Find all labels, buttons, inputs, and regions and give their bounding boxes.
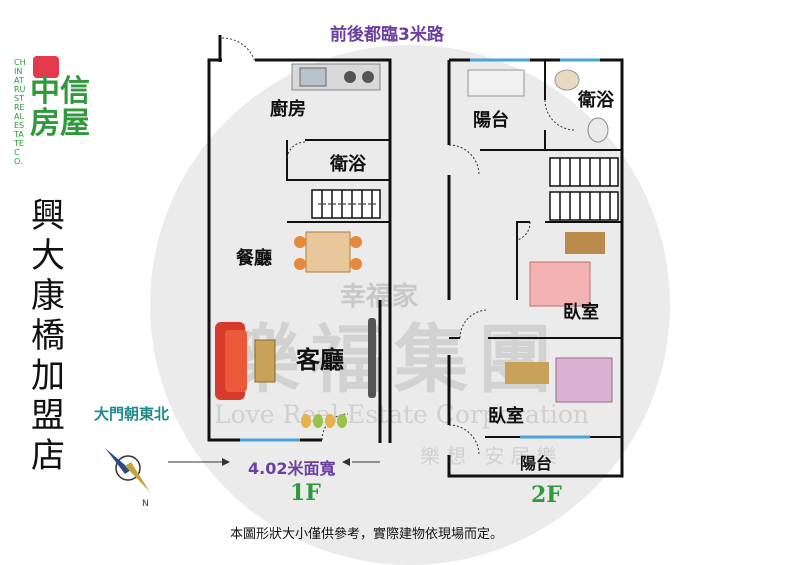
1f-wall-right [255, 58, 392, 443]
laundry-rack-icon [467, 69, 525, 97]
svg-text:N: N [142, 499, 149, 509]
desk1-icon [565, 232, 605, 254]
room-bedroom-1: 臥室 [563, 302, 599, 323]
1f-door-arc [221, 37, 256, 63]
floor-plan: N [105, 35, 624, 509]
shoe-rack-icon [301, 414, 347, 428]
toilet-icon [587, 117, 609, 143]
logo-name: 中信房屋 [30, 74, 90, 141]
bed2-icon [555, 357, 613, 403]
disclaimer: 本圖形狀大小僅供參考，實際建物依現場而定。 [230, 527, 504, 542]
floor-1-label: 1F [290, 480, 321, 506]
2f-stairs [549, 157, 619, 221]
room-bath-1f: 衛浴 [330, 154, 366, 175]
road-label: 前後都臨3米路 [330, 25, 444, 45]
bathtub-icon [554, 69, 580, 91]
floor-2-label: 2F [531, 482, 562, 508]
room-kitchen: 廚房 [270, 99, 306, 120]
bed1-icon [529, 261, 591, 307]
store-name: 興大康橋加盟店 [31, 196, 65, 476]
room-living: 客廳 [296, 346, 344, 374]
room-dining: 餐廳 [236, 248, 272, 269]
kitchen-counter-icon [291, 63, 381, 91]
compass-icon: N [105, 448, 150, 509]
room-bath-2f: 衛浴 [578, 90, 614, 111]
room-bedroom-2: 臥室 [488, 406, 524, 427]
room-balcony-top: 陽台 [473, 110, 509, 131]
watermark-line3: Love Real Estate Corporation [214, 400, 590, 429]
logo-icon [33, 56, 59, 78]
desk2-icon [505, 362, 549, 384]
logo-subtitle: CHINATRUST REAL ESTATE CO. [14, 58, 26, 166]
room-balcony-bottom: 陽台 [520, 454, 553, 473]
door-direction-label: 大門朝東北 [94, 405, 170, 423]
dining-table-icon [294, 231, 362, 273]
frontage-width-label: 4.02米面寬 [248, 459, 336, 478]
tv-cabinet-icon [368, 318, 376, 398]
watermark-line4: 樂想 安居樂 [420, 444, 563, 468]
sofa-icon [215, 322, 276, 400]
